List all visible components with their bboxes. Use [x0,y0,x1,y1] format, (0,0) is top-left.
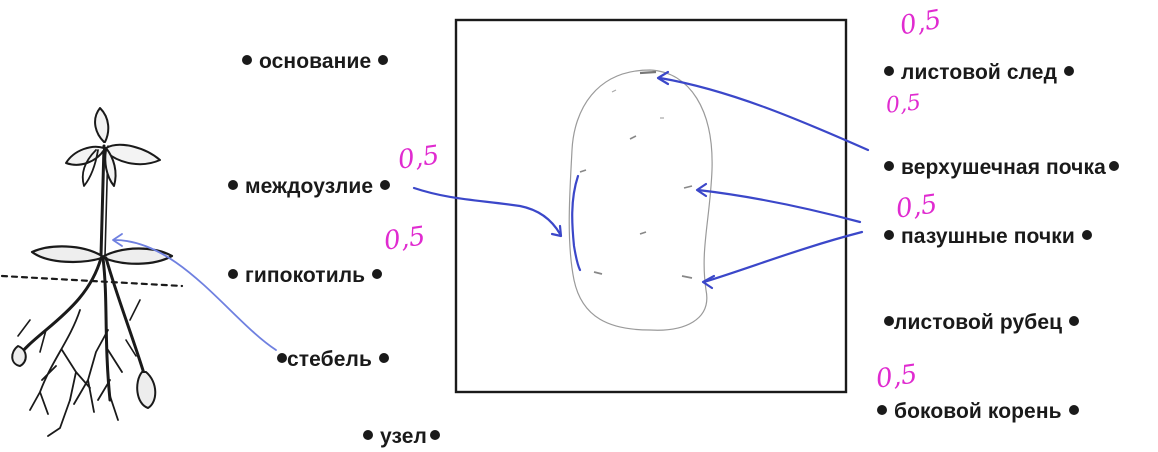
bullet-dot [1081,230,1092,241]
arrow-stebel [113,239,277,351]
bullet-dot [228,180,238,191]
tuber-eye-6 [681,275,693,279]
score-gipokotil: 0,5 [382,221,428,257]
score-mezhdouzlie: 0,5 [396,140,442,176]
tuber-eye-3 [683,185,693,189]
root-right-main [104,256,148,382]
leaf-top-right [105,143,161,166]
label-listovoy-rubets: листовой рубец [884,311,1080,335]
root-tuber-left [11,345,27,367]
root-center-main [101,256,112,402]
arrow-pazushnye-1-head [695,182,708,198]
score-verkhushechnaya-pochka: 0,5 [884,90,923,119]
label-osnovanie: основание [242,50,389,74]
leaf-apex [94,107,110,143]
bullet-dot [378,353,389,364]
bullet-dot [378,55,389,66]
arrow-verkhushechnaya [658,76,870,152]
tuber-eye-2 [579,169,587,173]
label-gipokotil: гипокотиль [228,264,383,288]
score-pazushnye-pochki: 0,5 [894,189,940,225]
tuber-eye-1 [629,135,637,140]
bullet-dot [884,66,894,77]
bullet-dot [884,230,894,241]
label-text: листовой след [901,61,1058,84]
bullet-dot [1064,66,1075,77]
tuber-eye-4 [639,231,647,235]
label-text: стебель [287,348,372,371]
bullet-dot [372,269,383,280]
cotyledon-right [102,247,174,265]
bullet-dot [277,353,287,364]
label-mezhdouzlie: междоузлие [228,175,391,199]
arrow-mezhdouzlie [412,186,562,236]
arrow-stebel-head [112,233,123,247]
bullet-dot [380,180,391,191]
arrow-pazushnye-2-head [701,274,716,290]
tuber-frame [454,18,848,394]
label-text: гипокотиль [245,264,366,287]
bullet-dot [242,55,252,66]
tuber-outline [568,69,713,331]
score-listovoy-sled: 0,5 [897,4,944,42]
root-tuber-right [136,371,157,409]
bullet-dot [877,405,887,416]
bullet-dot [1068,405,1079,416]
tuber-eye-5 [593,271,603,275]
tuber-marks [611,89,664,119]
root-branches-extra [17,299,141,357]
potato-tuber-sketch [568,69,713,331]
label-uzel: узел [363,425,440,449]
label-text: боковой корень [894,400,1062,423]
internode-bracket [571,174,582,272]
label-text: основание [259,50,372,73]
arrow-pazushnye-2 [702,230,864,284]
leaf-inner [104,147,117,187]
bullet-dot [429,430,440,441]
bullet-dot [363,430,373,441]
bullet-dot [228,269,238,280]
arrow-verkhushechnaya-head [656,70,670,86]
label-text: узел [380,425,427,448]
label-text: пазушные почки [901,225,1075,248]
label-pazushnye-pochki: пазушные почки [884,225,1092,249]
root-left-main [14,256,103,362]
seedling-stem [99,144,106,258]
root-branches-left [29,309,91,415]
answer-arrows [112,70,870,351]
bullet-dot [884,161,894,172]
bullet-dot [1108,161,1119,172]
tuber-eye-top [639,70,657,75]
arrow-mezhdouzlie-head [550,224,563,238]
root-branches-center [47,329,123,437]
label-text: листовой рубец [894,311,1063,334]
label-text: верхушечная почка [901,156,1106,179]
label-stebel: стебель [277,348,389,372]
score-bokovoy-koren: 0,5 [874,359,920,395]
label-bokovoy-koren: боковой корень [877,400,1079,424]
arrow-pazushnye-1 [696,188,862,224]
leaf-fold [81,149,99,187]
bullet-dot [884,316,894,327]
cotyledon-left [30,245,104,264]
label-text: междоузлие [245,175,374,198]
seedling-illustration [0,107,184,437]
label-verkhushechnaya-pochka: верхушечная почка [884,156,1119,180]
bullet-dot [1069,316,1080,327]
label-listovoy-sled: листовой след [884,61,1075,85]
